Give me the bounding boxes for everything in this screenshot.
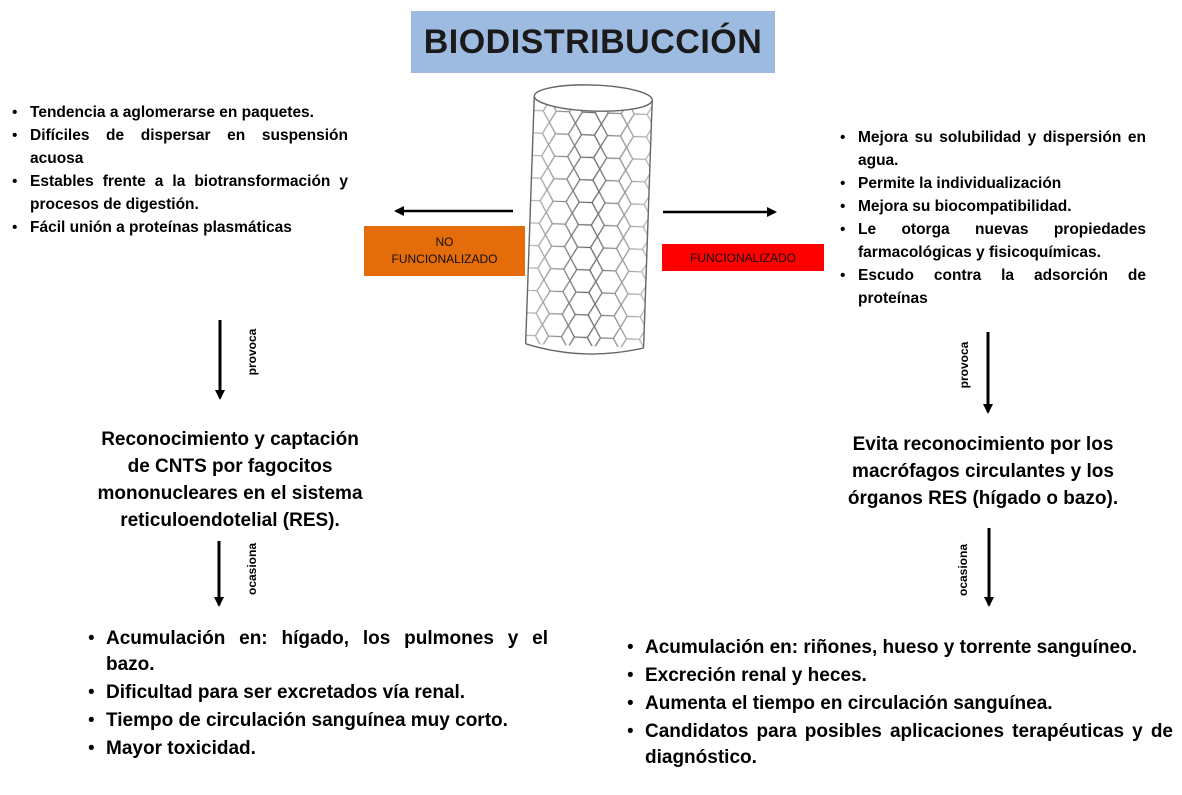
right-result-line: órganos RES (hígado o bazo). — [847, 488, 1119, 509]
list-item: Permite la individualización — [838, 172, 1146, 195]
list-item: Le otorga nuevas propiedades farmacológi… — [838, 218, 1146, 264]
page-title: BIODISTRIBUCCIÓN — [423, 22, 763, 61]
title-box: BIODISTRIBUCCIÓN — [411, 11, 775, 73]
list-item: Tendencia a aglomerarse en paquetes. — [10, 101, 348, 124]
list-item: Excreción renal y heces. — [625, 663, 1173, 689]
right-result-line: Evita reconocimiento por los — [852, 434, 1114, 455]
left-properties-list: Tendencia a aglomerarse en paquetes. Dif… — [10, 101, 348, 239]
left-consequences-list: Acumulación en: hígado, los pulmones y e… — [86, 626, 548, 764]
right-ocasiona-label: ocasiona — [956, 543, 970, 597]
no-funcionalizado-tag: NO FUNCIONALIZADO — [364, 226, 525, 276]
list-item: Mejora su solubilidad y dispersión en ag… — [838, 126, 1146, 172]
list-item: Escudo contra la adsorción de proteínas — [838, 264, 1146, 310]
list-item: Mejora su biocompatibilidad. — [838, 195, 1146, 218]
list-item: Acumulación en: hígado, los pulmones y e… — [86, 626, 548, 678]
right-consequences-list: Acumulación en: riñones, hueso y torrent… — [625, 635, 1173, 773]
list-item: Candidatos para posibles aplicaciones te… — [625, 719, 1173, 771]
left-result-line: mononucleares en el sistema — [97, 483, 363, 504]
no-funcionalizado-tag-line1: NO — [435, 235, 454, 249]
list-item: Dificultad para ser excretados vía renal… — [86, 680, 548, 706]
list-item: Aumenta el tiempo en circulación sanguín… — [625, 691, 1173, 717]
list-item: Mayor toxicidad. — [86, 736, 548, 762]
list-item: Difíciles de dispersar en suspensión acu… — [10, 124, 348, 170]
left-result-line: reticuloendotelial (RES). — [120, 510, 340, 531]
left-ocasiona-label: ocasiona — [245, 542, 259, 596]
right-provoca-label: provoca — [957, 341, 971, 389]
list-item: Estables frente a la biotransformación y… — [10, 170, 348, 216]
list-item: Fácil unión a proteínas plasmáticas — [10, 216, 348, 239]
left-provoca-label: provoca — [245, 328, 259, 376]
left-result-line: Reconocimiento y captación — [101, 429, 359, 450]
right-result-line: macrófagos circulantes y los — [852, 461, 1114, 482]
right-result-text: Evita reconocimiento por los macrófagos … — [808, 431, 1158, 512]
funcionalizado-tag: FUNCIONALIZADO — [662, 244, 824, 271]
list-item: Acumulación en: riñones, hueso y torrent… — [625, 635, 1173, 661]
left-result-text: Reconocimiento y captación de CNTS por f… — [60, 426, 400, 534]
no-funcionalizado-tag-line2: FUNCIONALIZADO — [391, 252, 498, 266]
right-properties-list: Mejora su solubilidad y dispersión en ag… — [838, 126, 1146, 310]
funcionalizado-tag-label: FUNCIONALIZADO — [689, 250, 796, 265]
left-result-line: de CNTS por fagocitos — [127, 456, 333, 477]
list-item: Tiempo de circulación sanguínea muy cort… — [86, 708, 548, 734]
